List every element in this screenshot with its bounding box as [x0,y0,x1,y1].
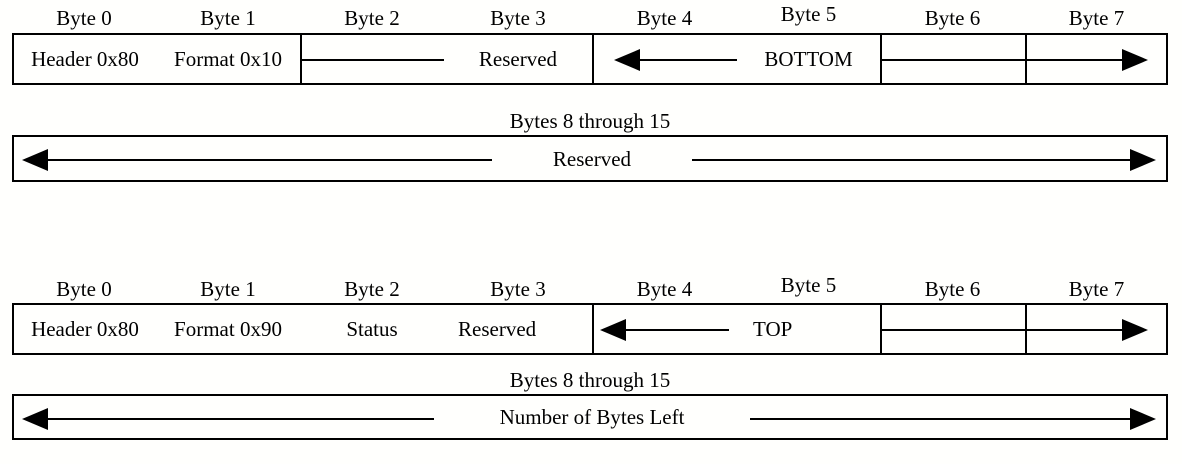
reserved-response-arrow-head-left [600,319,626,341]
field-number-of-bytes-left: Number of Bytes Left [434,396,750,438]
field-format-0x10: Format 0x10 [156,35,300,83]
byte-header-7: Byte 7 [1068,6,1125,30]
reserved-ext-arrow-head-left [22,149,48,171]
byte-header-6-response: Byte 6 [924,277,981,301]
byte-header-7-response: Byte 7 [1068,277,1125,301]
bytes-left-arrow-head-left [22,408,48,430]
field-reserved-bytes-8-15: Reserved [492,137,692,180]
field-status: Status [300,305,444,353]
bottom-arrow-head-right [1122,49,1148,71]
top-arrow-line-right [844,329,1140,331]
byte-header-1-response: Byte 1 [200,277,256,301]
byte-header-0-response: Byte 0 [56,277,112,301]
field-reserved-bytes-2-3: Reserved [444,35,592,83]
byte-header-3: Byte 3 [490,6,546,30]
field-top: TOP [737,305,880,353]
reserved-ext-arrow-line-left [46,159,506,161]
byte-header-5-response: Byte 5 [780,273,837,297]
bytes-left-arrow-line-left [46,418,454,420]
bottom-arrow-head-left [614,49,640,71]
reserved-ext-arrow-line-right [674,159,1134,161]
byte-divider-3-4 [592,35,594,83]
span-title-bytes-8-15-response: Bytes 8 through 15 [509,368,671,392]
byte-header-0: Byte 0 [56,6,112,30]
reserved-response-arrow-line [624,329,729,331]
bytes-left-arrow-line-right [730,418,1134,420]
packet-row-response-bytes-0-7: Header 0x80 Format 0x90 Status Reserved … [12,303,1168,355]
packet-row-response-bytes-8-15: Number of Bytes Left [12,394,1168,440]
field-header-0x80-response: Header 0x80 [14,305,156,353]
bottom-arrow-line-right [872,59,1140,61]
bytes-left-arrow-head-right [1130,408,1156,430]
byte-divider-3-4-response [592,305,594,353]
byte-header-4-response: Byte 4 [636,277,693,301]
byte-header-2: Byte 2 [344,6,400,30]
reserved-ext-arrow-head-right [1130,149,1156,171]
packet-row-command-bytes-0-7: Header 0x80 Format 0x10 Reserved BOTTOM [12,33,1168,85]
byte-header-6: Byte 6 [924,6,981,30]
byte-header-4: Byte 4 [636,6,693,30]
packet-row-command-bytes-8-15: Reserved [12,135,1168,182]
field-format-0x90: Format 0x90 [156,305,300,353]
byte-header-2-response: Byte 2 [344,277,400,301]
span-title-bytes-8-15-command: Bytes 8 through 15 [509,109,671,133]
field-bottom: BOTTOM [737,35,880,83]
field-reserved-bytes-3-4: Reserved [444,305,592,353]
byte-header-3-response: Byte 3 [490,277,546,301]
bottom-arrow-line-left [638,59,738,61]
byte-header-1: Byte 1 [200,6,256,30]
field-header-0x80: Header 0x80 [14,35,156,83]
top-arrow-head-right [1122,319,1148,341]
byte-header-5: Byte 5 [780,2,837,26]
